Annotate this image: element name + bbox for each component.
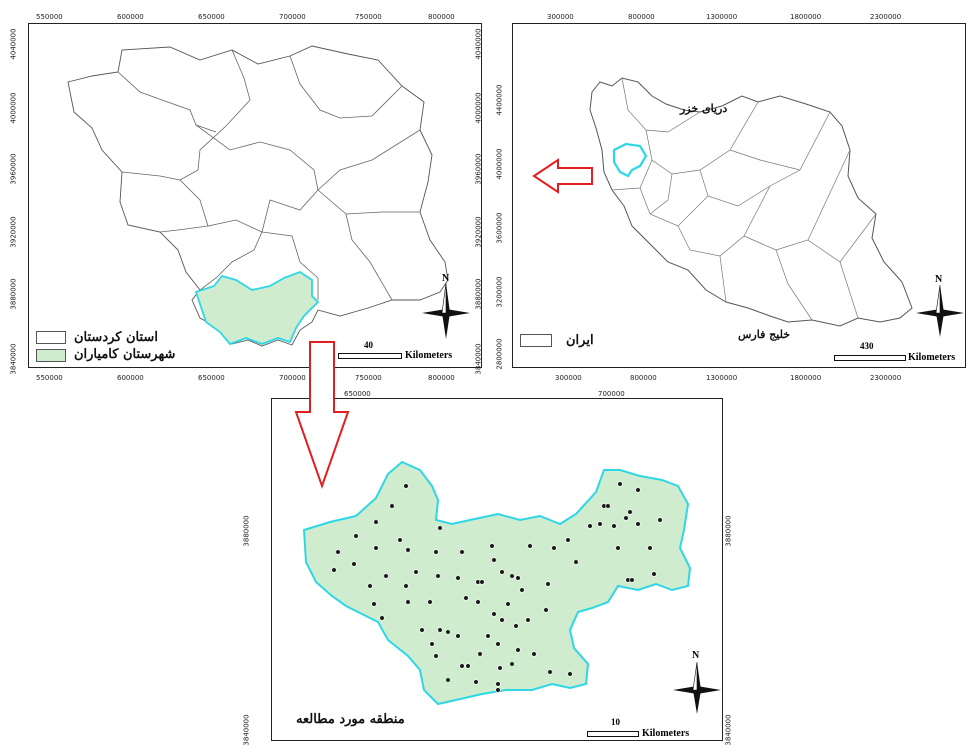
legend-swatch-county [36, 349, 66, 362]
legend-swatch-province [36, 331, 66, 344]
tick-label: 300000 [555, 374, 582, 382]
sample-points [331, 481, 663, 693]
tick-label: 650000 [344, 390, 371, 398]
province-outline [67, 45, 449, 347]
iran-outline [589, 77, 913, 327]
scale-bar-value: 40 [364, 340, 373, 350]
tick-label: 550000 [36, 374, 63, 382]
study-area-title: منطقه مورد مطالعه [296, 712, 405, 727]
tick-label: 800000 [628, 13, 655, 21]
scale-bar-value: 430 [860, 341, 874, 351]
tick-label: 700000 [279, 374, 306, 382]
arrow-down-icon [294, 341, 350, 490]
caspian-sea-label: دریای خزر [680, 102, 728, 115]
tick-label: 1800000 [790, 13, 822, 21]
tick-label: 2300000 [870, 374, 902, 382]
tick-label: 800000 [630, 374, 657, 382]
tick-label: 700000 [598, 390, 625, 398]
legend-label-province: استان کردستان [74, 330, 158, 345]
study-area-polygon [302, 460, 692, 706]
tick-label: 800000 [428, 374, 455, 382]
arrow-left-icon [532, 158, 593, 194]
legend-label-county: شهرستان کامیاران [74, 347, 176, 362]
north-label: N [935, 274, 943, 285]
tick-label: 600000 [117, 13, 144, 21]
scale-bar-value: 10 [611, 717, 620, 727]
tick-label: 2300000 [870, 13, 902, 21]
tick-label: 800000 [428, 13, 455, 21]
tick-label: 650000 [198, 374, 225, 382]
tick-label: 1300000 [706, 13, 738, 21]
tick-label: 750000 [355, 374, 382, 382]
tick-label: 300000 [547, 13, 574, 21]
north-label: N [692, 650, 700, 661]
north-label: N [442, 273, 450, 284]
tick-label: 650000 [198, 13, 225, 21]
tick-label: 550000 [36, 13, 63, 21]
tick-label: 1800000 [790, 374, 822, 382]
tick-label: 600000 [117, 374, 144, 382]
tick-label: 700000 [279, 13, 306, 21]
scale-bar [834, 355, 906, 361]
scale-bar-unit: Kilometers [642, 728, 690, 739]
persian-gulf-label: خلیج فارس [738, 328, 791, 341]
scale-bar [338, 353, 402, 359]
legend-swatch-iran [520, 334, 552, 347]
scale-bar-unit: Kilometers [405, 350, 453, 361]
tick-label: 750000 [355, 13, 382, 21]
legend-label-iran: ایران [566, 333, 594, 348]
kurdistan-highlight [612, 142, 648, 178]
scale-bar [587, 731, 639, 737]
scale-bar-unit: Kilometers [908, 352, 956, 363]
kamyaran-county [194, 270, 320, 346]
tick-label: 1300000 [706, 374, 738, 382]
